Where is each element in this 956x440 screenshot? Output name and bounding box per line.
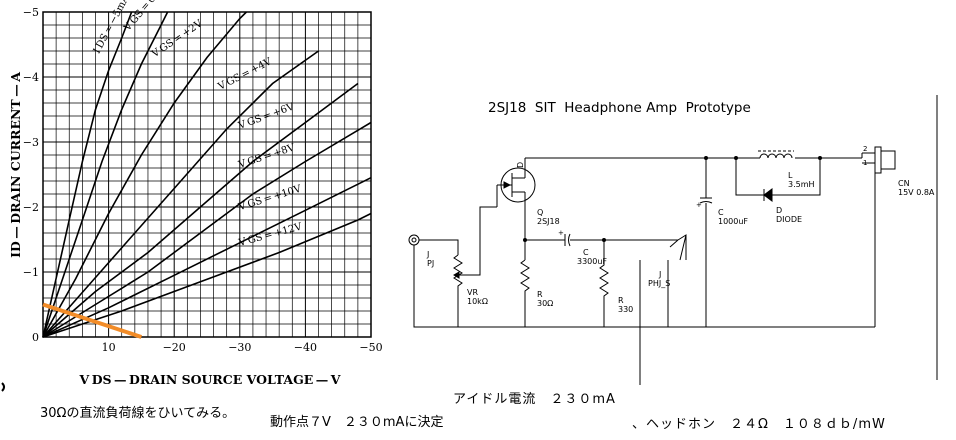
load-line-note: 30Ωの直流負荷線をひいてみる。	[40, 406, 236, 421]
curve-series	[42, 11, 169, 338]
svg-text:+: +	[696, 201, 702, 209]
y-tick-label: −4	[23, 71, 39, 84]
connector-pin-1: 1	[863, 159, 867, 167]
y-tick-label: −2	[23, 201, 39, 214]
curve-series	[42, 121, 372, 338]
curve-series	[42, 176, 372, 338]
idle-current-note: アイドル電流 ２３０mA	[453, 392, 616, 407]
transistor-drain-pin: D	[516, 162, 525, 168]
curve-series	[42, 212, 372, 338]
bullet-mark	[1, 382, 5, 392]
chart-grid	[42, 11, 372, 338]
output-jack-symbol	[639, 234, 687, 385]
x-tick-label: −30	[228, 341, 251, 354]
curve-label: V GS = +2V	[149, 18, 205, 61]
curve-series	[42, 11, 133, 338]
curve-series	[42, 11, 247, 338]
x-tick-label: 10	[102, 341, 116, 354]
curve-series	[42, 82, 359, 338]
input-jack-symbol	[408, 234, 459, 255]
x-tick-label: −40	[294, 341, 317, 354]
y-axis-label: ID — DRAIN CURRENT — A	[8, 72, 23, 258]
curve-label: V GS = +4V	[216, 56, 275, 93]
r2-resistor-symbol	[599, 240, 609, 327]
curve-label: V GS = +8V	[236, 142, 297, 171]
svg-text:+: +	[558, 229, 564, 237]
headphone-note: 、ヘッドホン ２４Ω １０８ｄｂ/mW	[632, 417, 886, 432]
filter-capacitor-symbol: +	[696, 158, 713, 327]
transistor-q-symbol	[496, 158, 536, 240]
r1-resistor-symbol	[520, 259, 530, 327]
x-tick-label: −20	[163, 341, 186, 354]
schematic-title: 2SJ18 SIT Headphone Amp Prototype	[488, 100, 751, 116]
curve-label: V GS = +12V	[237, 221, 304, 249]
chart-ticks: 10 −20 −30 −40 −50 −5 −4 −3 −2 −1 0	[23, 6, 383, 354]
gate-wire	[464, 206, 497, 276]
vr-potentiometer-symbol	[453, 254, 464, 327]
output-capacitor-symbol: +	[558, 229, 678, 247]
y-tick-label: 0	[32, 331, 39, 344]
diode-symbol	[735, 158, 821, 202]
operating-point-note: 動作点７V ２３０mAに決定	[270, 415, 444, 430]
x-axis-label: V DS — DRAIN SOURCE VOLTAGE — V	[79, 372, 341, 387]
y-tick-label: −3	[23, 136, 39, 149]
power-connector-symbol	[861, 146, 896, 327]
x-tick-label: −50	[359, 341, 382, 354]
ground-rail-wire	[413, 245, 875, 328]
chart-curves	[42, 11, 372, 338]
connector-pin-2: 2	[863, 145, 867, 153]
load-line-mark	[42, 302, 143, 339]
y-tick-label: −5	[23, 6, 39, 19]
source-wire	[524, 239, 565, 260]
inductor-symbol	[758, 150, 794, 159]
plot-frame	[42, 11, 372, 338]
y-tick-label: −1	[23, 266, 39, 279]
curve-series	[42, 50, 319, 338]
top-rail-wire	[525, 152, 875, 159]
